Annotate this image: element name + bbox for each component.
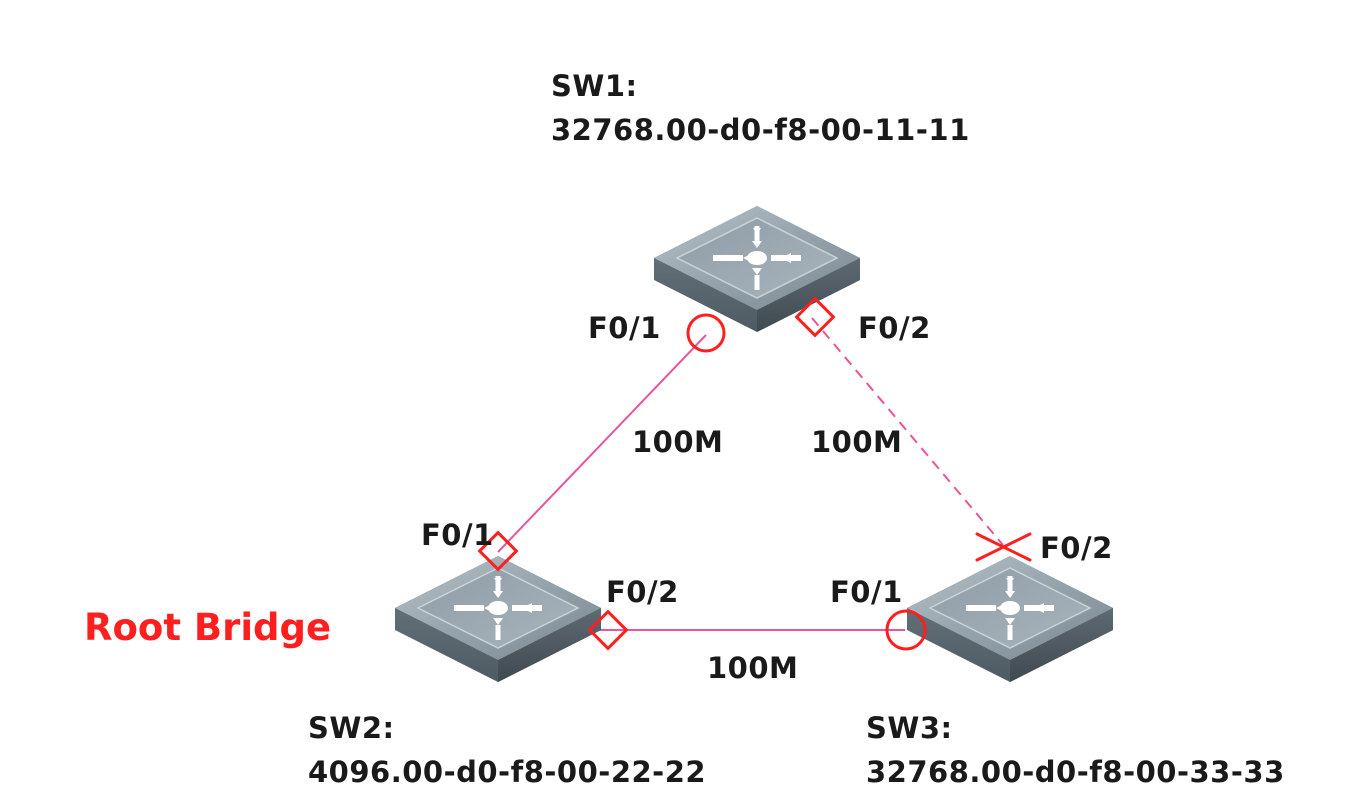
link-sw1-sw3-bandwidth: 100M (811, 425, 903, 459)
sw3-name: SW3: (866, 711, 953, 745)
sw3-bridge-id: 32768.00-d0-f8-00-33-33 (866, 755, 1285, 789)
link-sw2-sw3-bandwidth: 100M (707, 651, 799, 685)
sw2-name: SW2: (308, 711, 395, 745)
sw1-name: SW1: (551, 69, 638, 103)
sw2-port-f01-label: F0/1 (421, 518, 494, 552)
switch-sw2-icon[interactable] (394, 555, 602, 683)
link-sw1-sw2 (497, 334, 707, 553)
sw3-port-f02-label: F0/2 (1040, 531, 1113, 565)
root-bridge-label: Root Bridge (84, 606, 332, 649)
sw1-port-f01-label: F0/1 (588, 311, 661, 345)
blocked-port-marker-sw3-f02 (975, 532, 1032, 562)
link-sw1-sw3-blocked (811, 317, 1004, 546)
sw3-port-f01-label: F0/1 (830, 575, 903, 609)
root-port-marker-sw1-f01 (686, 313, 726, 353)
sw1-port-f02-label: F0/2 (858, 311, 931, 345)
designated-port-marker-sw1-f02 (794, 296, 836, 338)
designated-port-marker-sw2-f02 (587, 609, 629, 651)
root-port-marker-sw3-f01 (885, 609, 927, 651)
sw2-port-f02-label: F0/2 (606, 575, 679, 609)
switch-sw3-icon[interactable] (906, 555, 1114, 683)
sw1-bridge-id: 32768.00-d0-f8-00-11-11 (551, 113, 970, 147)
sw2-bridge-id: 4096.00-d0-f8-00-22-22 (308, 755, 707, 789)
link-sw1-sw2-bandwidth: 100M (632, 425, 724, 459)
designated-port-marker-sw2-f01 (477, 530, 519, 572)
